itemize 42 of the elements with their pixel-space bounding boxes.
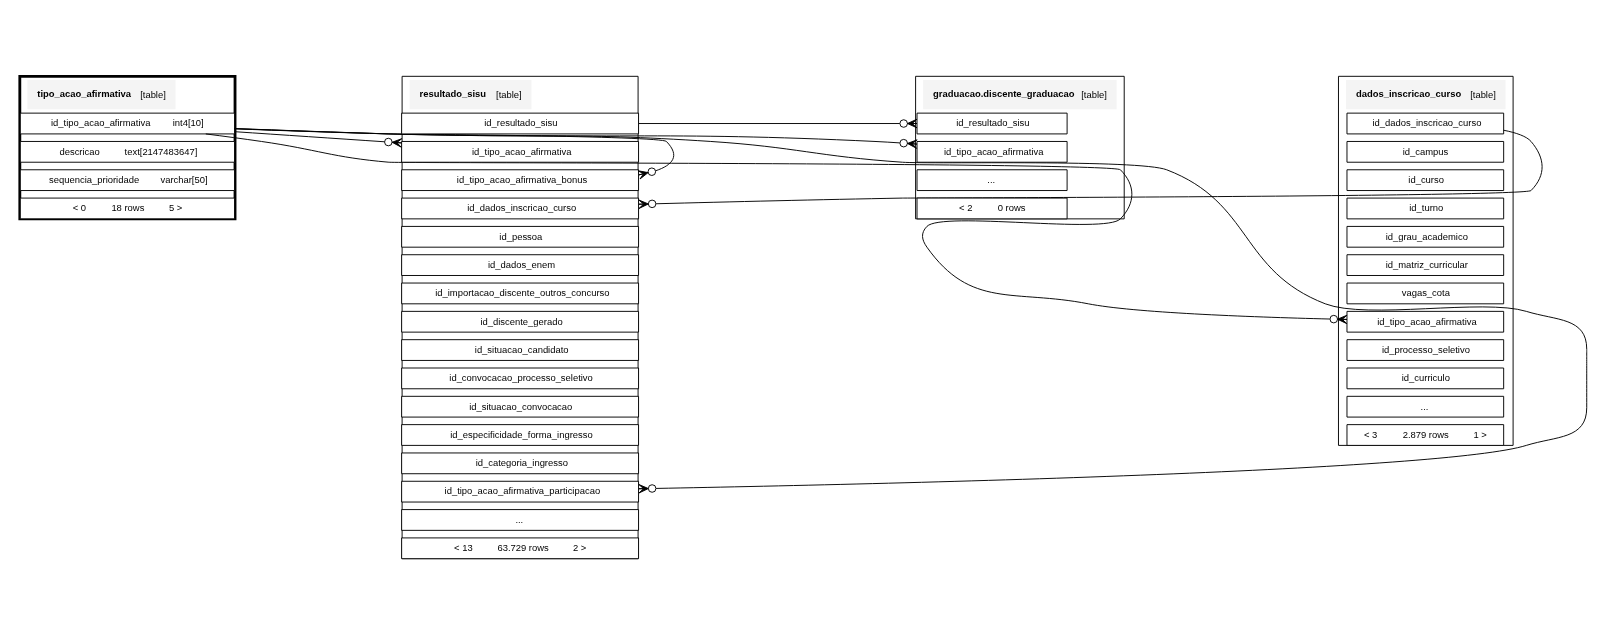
node-box: descricao text[2147483647]: [19, 140, 236, 163]
connector: [234, 127, 1588, 493]
node-box: id_discente_gerado: [401, 310, 640, 333]
node-box: ...: [916, 168, 1068, 191]
node-box: id_campus: [1346, 140, 1505, 163]
connector: [234, 127, 675, 179]
node-box: id_tipo_acao_afirmativa_bonus: [401, 168, 640, 191]
node-box: sequencia_prioridade varchar[50]: [19, 168, 236, 191]
node-box: id_situacao_convocacao: [401, 395, 640, 418]
node-box: id_situacao_candidato: [401, 338, 640, 361]
node-box: id_dados_enem: [401, 253, 640, 276]
node-box: id_categoria_ingresso: [401, 451, 640, 474]
node-box: vagas_cota: [1346, 282, 1505, 304]
node-box: id_matriz_curricular: [1346, 253, 1505, 276]
node-box: id_resultado_sisu: [401, 112, 640, 134]
node-box: id_processo_seletivo: [1346, 338, 1505, 361]
node-box: id_tipo_acao_afirmativa: [1346, 310, 1505, 333]
node-box: < 2 0 rows: [916, 197, 1068, 219]
node-box: ...: [401, 508, 640, 531]
node-box: id_dados_inscricao_curso: [1346, 112, 1505, 134]
node-box: id_tipo_acao_afirmativa_participacao: [401, 480, 640, 502]
node-box: id_tipo_acao_afirmativa: [916, 140, 1068, 163]
node-box: id_importacao_discente_outros_concurso: [401, 282, 640, 304]
node-box: id_tipo_acao_afirmativa int4[10]: [19, 112, 236, 134]
node-box: id_especificidade_forma_ingresso: [401, 423, 640, 446]
connector: [205, 132, 1348, 324]
connector: [638, 118, 918, 128]
node-box: < 3 2.879 rows 1 >: [1346, 423, 1505, 446]
node-box: id_grau_academico: [1346, 225, 1505, 248]
node-box: id_curriculo: [1346, 367, 1505, 389]
node-box: < 0 18 rows 5 >: [19, 197, 236, 219]
node-box: id_turno: [1346, 197, 1505, 219]
node-box: ...: [1346, 395, 1505, 418]
connector: [234, 127, 918, 149]
node-box: id_resultado_sisu: [916, 112, 1068, 134]
node-box: id_tipo_acao_afirmativa: [401, 140, 640, 163]
node-box: < 13 63.729 rows 2 >: [401, 536, 640, 559]
node-box: id_dados_inscricao_curso: [401, 197, 640, 219]
node-box: id_curso: [1346, 168, 1505, 191]
connector: [234, 130, 403, 148]
node-box: id_convocacao_processo_seletivo: [401, 367, 640, 389]
node-box: id_pessoa: [401, 225, 640, 248]
